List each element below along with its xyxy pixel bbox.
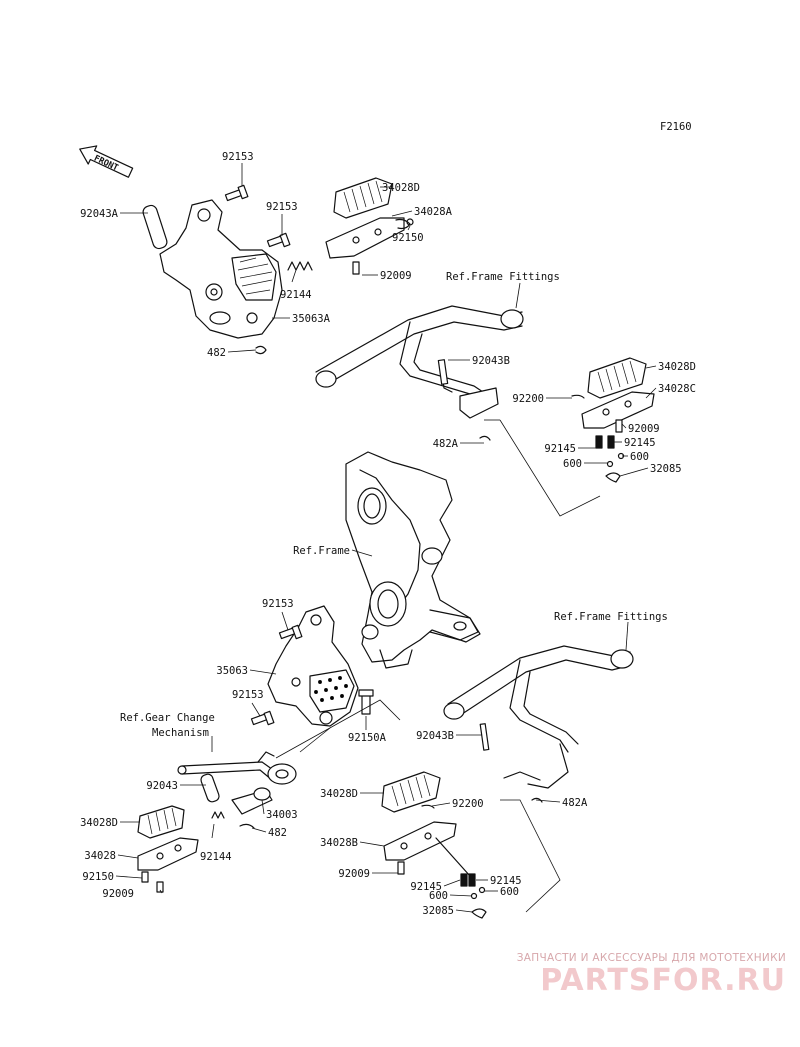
bracket-35063 [267, 605, 359, 727]
label-92153: 92153 [222, 151, 254, 163]
label-92150: 92150 [82, 871, 114, 883]
label-92009: 92009 [380, 270, 412, 282]
label-92200: 92200 [512, 393, 544, 405]
label-92200: 92200 [452, 798, 484, 810]
label-92150: 92150 [392, 232, 424, 244]
label-92144: 92144 [200, 851, 232, 863]
label-34028d: 34028D [382, 182, 420, 194]
gear-change-lever [177, 751, 297, 829]
upper-right-frame-fitting [315, 305, 524, 441]
label-35063: 35063 [216, 665, 248, 677]
pin-92043a [142, 204, 168, 250]
footpeg-lower-left [137, 805, 199, 893]
label-ref-frame-fittings: Ref.Frame Fittings [446, 271, 560, 283]
bolt-92153-b [266, 232, 291, 248]
label-34028a: 34028A [414, 206, 453, 218]
front-arrow-icon: FRONT [79, 145, 134, 178]
footpeg-upper-left [325, 177, 414, 275]
label-92043a: 92043A [80, 208, 119, 220]
label-92145: 92145 [410, 881, 442, 893]
label-ref-gear-change-mechanism: Mechanism [152, 727, 209, 739]
label-92009: 92009 [338, 868, 370, 880]
label-35063a: 35063A [292, 313, 331, 325]
label-600: 600 [429, 890, 448, 902]
label-482a: 482A [562, 797, 588, 809]
part-labels: 92153 92043A 92153 34028D 34028A 92150 9… [80, 151, 696, 917]
spring-92144-a [287, 261, 313, 271]
label-ref-frame-fittings: Ref.Frame Fittings [554, 611, 668, 623]
label-92153: 92153 [266, 201, 298, 213]
label-34028b: 34028B [320, 837, 358, 849]
watermark-brand-logo: PARTSFOR.RU [540, 963, 786, 998]
label-482: 482 [268, 827, 287, 839]
label-92043b: 92043B [472, 355, 510, 367]
bolt-92153-d [250, 710, 275, 726]
bolt-92153-c [278, 624, 303, 640]
reference-line-a [499, 419, 601, 517]
label-92145: 92145 [624, 437, 656, 449]
label-32085: 32085 [422, 905, 454, 917]
label-92043: 92043 [146, 780, 178, 792]
label-92153: 92153 [262, 598, 294, 610]
label-600: 600 [630, 451, 649, 463]
label-482: 482 [207, 347, 226, 359]
label-600: 600 [500, 886, 519, 898]
main-frame [345, 451, 481, 669]
label-34028: 34028 [84, 850, 116, 862]
label-482a: 482A [433, 438, 459, 450]
bolt-92150a [358, 689, 374, 715]
label-32085: 32085 [650, 463, 682, 475]
upper-left-bracket-assembly [142, 184, 313, 355]
label-92145: 92145 [490, 875, 522, 887]
clip-482-a [255, 345, 267, 355]
figure-code: F2160 [660, 121, 692, 133]
watermark-tagline: ЗАПЧАСТИ И АКСЕССУАРЫ ДЛЯ МОТОТЕХНИКИ [516, 952, 786, 964]
label-92043b: 92043B [416, 730, 454, 742]
bolt-92153-a [224, 184, 249, 202]
label-34028d: 34028D [658, 361, 696, 373]
label-600: 600 [563, 458, 582, 470]
bracket-35063a [159, 199, 283, 339]
label-34028c: 34028C [658, 383, 696, 395]
label-34028d: 34028D [80, 817, 118, 829]
reference-line-b [275, 699, 401, 759]
lower-left-bracket-assembly [250, 605, 374, 727]
label-ref-gear-change: Ref.Gear Change [120, 712, 215, 724]
leader-lines [115, 163, 657, 913]
label-92150a: 92150A [348, 732, 387, 744]
label-92009: 92009 [102, 888, 134, 900]
watermark: ЗАПЧАСТИ И АКСЕССУАРЫ ДЛЯ МОТОТЕХНИКИ PA… [486, 952, 786, 998]
reference-line-c [500, 799, 561, 913]
label-ref-frame: Ref.Frame [293, 545, 350, 557]
lower-right-frame-fitting [443, 645, 634, 803]
label-92144: 92144 [280, 289, 312, 301]
label-92145: 92145 [544, 443, 576, 455]
label-92153: 92153 [232, 689, 264, 701]
label-34003: 34003 [266, 809, 298, 821]
label-92009: 92009 [628, 423, 660, 435]
label-34028d: 34028D [320, 788, 358, 800]
footpeg-lower-right [381, 771, 487, 919]
